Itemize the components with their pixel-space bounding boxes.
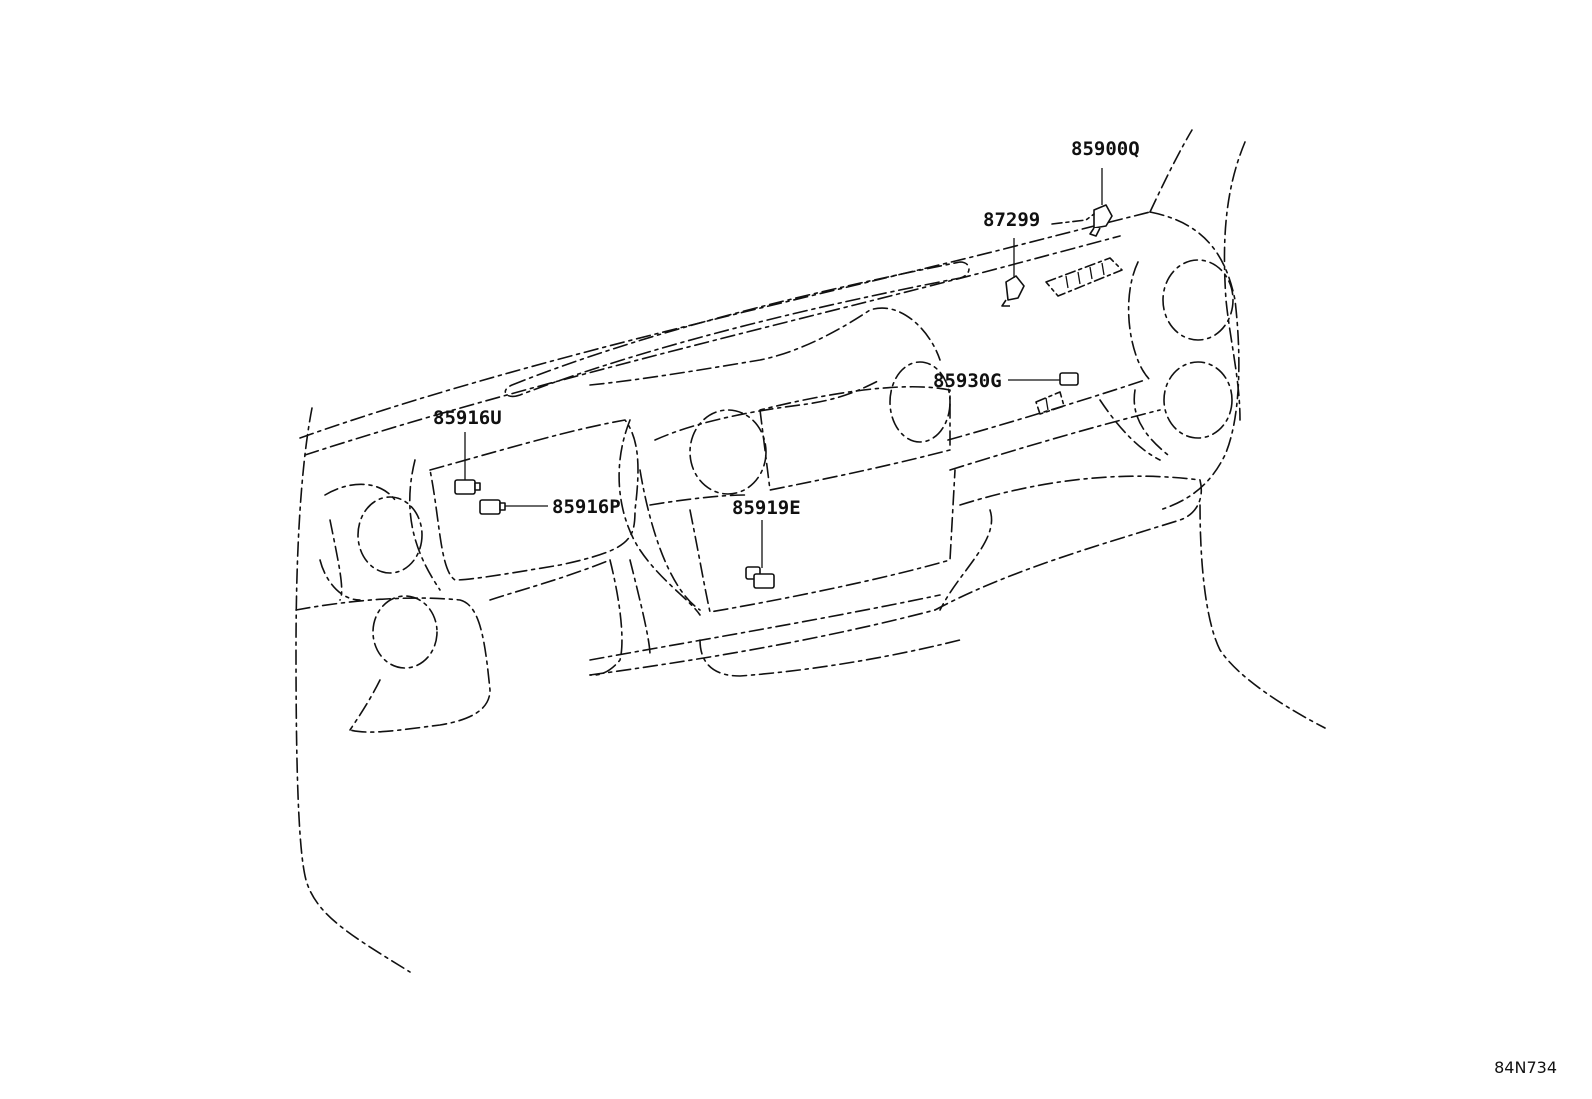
label-85930g: 85930G (933, 370, 1002, 392)
diagram-id-label: 84N734 (1494, 1058, 1557, 1077)
vent-grille-icon (1045, 257, 1123, 297)
label-85900q: 85900Q (1071, 138, 1140, 160)
label-85919e: 85919E (732, 497, 801, 519)
connector-85919e-icon (745, 566, 775, 589)
part-labels: 85900Q 87299 85930G 85916U 85916P 85919E (433, 138, 1140, 519)
label-85916u: 85916U (433, 407, 502, 429)
dashboard-outline (295, 129, 1326, 973)
label-85916p: 85916P (552, 496, 621, 518)
connector-85916p-icon (479, 499, 506, 515)
leader-lines (464, 168, 1103, 568)
switch-85930g-icon (1035, 372, 1079, 415)
part-glyphs (454, 204, 1123, 589)
connector-85916u-icon (454, 479, 481, 495)
label-87299: 87299 (983, 209, 1040, 231)
clip-85900q-icon (1089, 204, 1113, 237)
cap-87299-icon (1001, 275, 1025, 307)
